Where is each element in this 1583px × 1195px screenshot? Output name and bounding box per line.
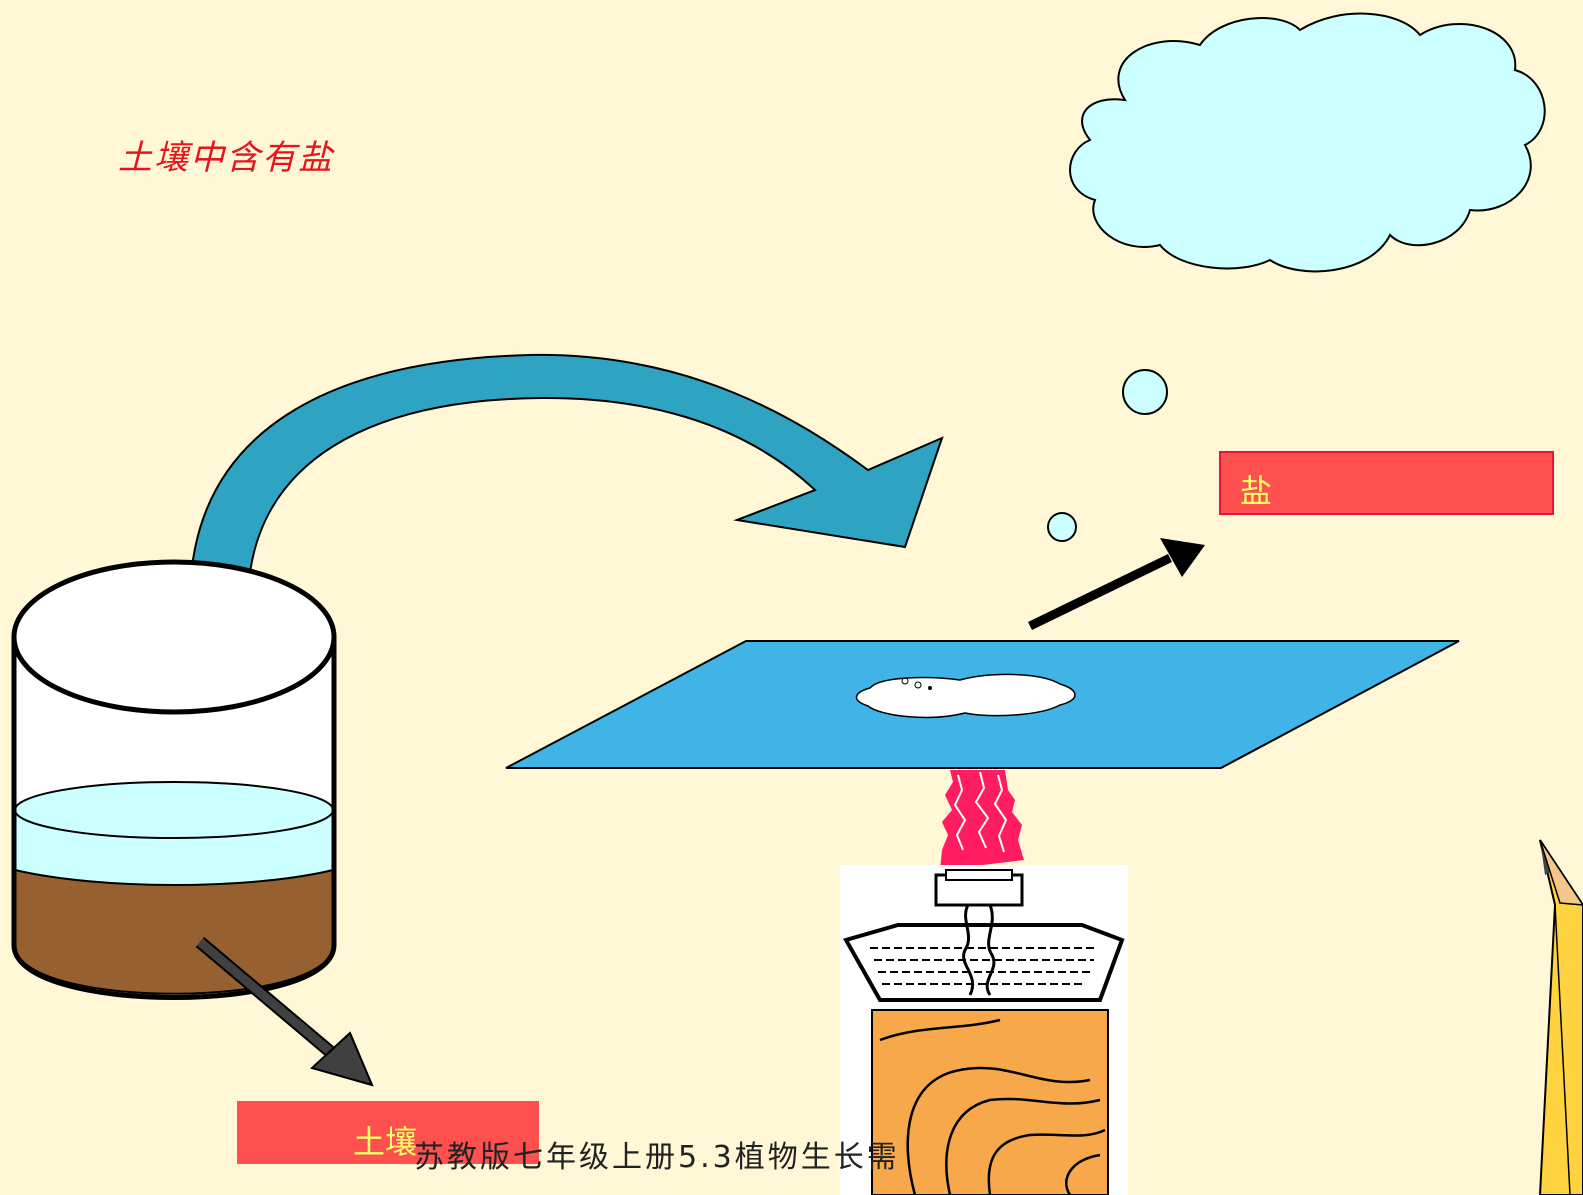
pencil-icon <box>1538 839 1583 1195</box>
salt-pointer-arrow <box>1028 538 1205 631</box>
beaker-icon <box>11 559 337 1000</box>
flame-icon <box>940 770 1024 870</box>
alcohol-lamp-icon <box>840 865 1128 1195</box>
soil-label-box <box>237 1101 539 1164</box>
footer-caption: 苏教版七年级上册5.3植物生长需 <box>414 1140 900 1175</box>
diagram-title: 土壤中含有盐 <box>118 138 334 178</box>
thought-bubble-large <box>1122 369 1168 415</box>
salt-label-box <box>1219 451 1554 515</box>
curved-arrow-icon <box>188 353 944 594</box>
soil-label: 土壤 <box>353 1123 418 1161</box>
thought-bubble-small <box>1047 512 1077 542</box>
soil-pointer-arrow <box>195 937 374 1087</box>
evaporating-plate-icon <box>505 640 1460 769</box>
salt-label: 盐 <box>1240 472 1273 510</box>
cloud-icon <box>1047 12 1546 542</box>
